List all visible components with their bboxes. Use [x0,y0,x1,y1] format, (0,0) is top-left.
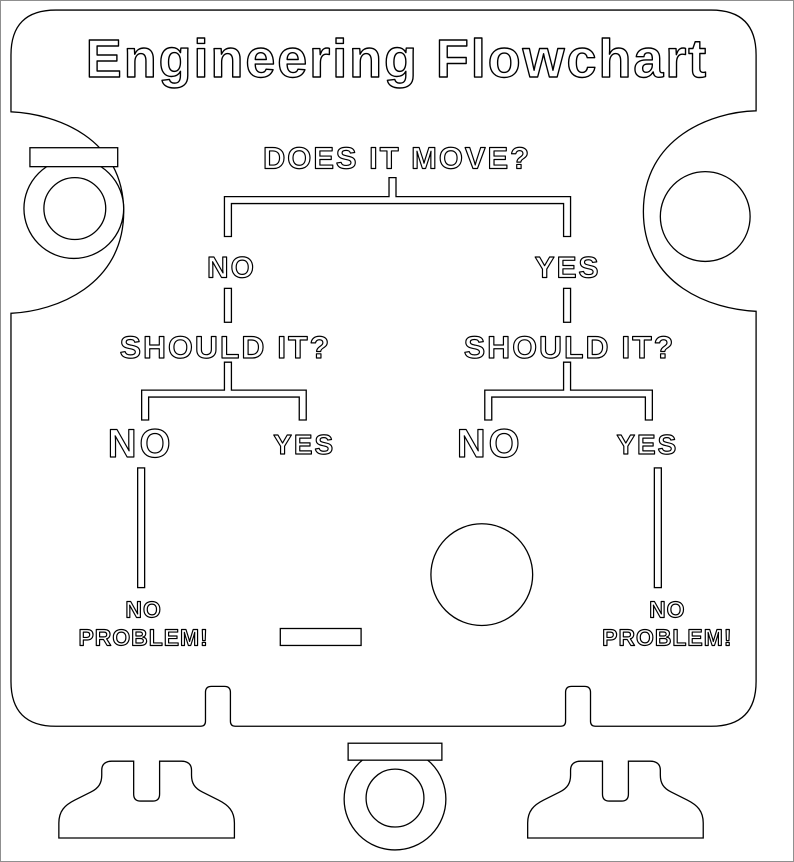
stub-right-yes [562,287,572,323]
right-no-label: NO [457,422,523,466]
clip-bracket-top-left [29,147,119,168]
label-slot [279,627,362,647]
left-yes-label: YES [273,429,335,460]
right-yes-label: YES [616,429,678,460]
outcome-right-line1: NO [649,597,685,623]
root-question-text: DOES IT MOVE? [263,141,531,176]
drop-line-left [137,467,146,589]
panel-outline [10,9,757,727]
clip-hole-top-left [43,176,107,241]
outcome-left-line2: PROBLEM! [78,624,208,650]
drop-line-right [653,467,662,589]
outcome-right-line2: PROBLEM! [602,624,732,650]
stub-left-no [223,287,233,323]
left-no-label: NO [108,422,174,466]
branch-right-answer: YES [535,251,601,284]
branch-left-answer: NO [207,251,256,284]
foot-bracket-right [527,760,704,839]
spacer-disc-top-right [659,171,751,263]
connector-left [140,361,307,421]
title-text: Engineering Flowchart [86,29,708,89]
clip-bracket-bottom [347,742,443,761]
outcome-left-line1: NO [125,597,161,623]
question-right-text: SHOULD IT? [464,329,675,365]
clip-hole-bottom [365,768,425,828]
center-circle-cutout [430,523,534,627]
question-left-text: SHOULD IT? [120,329,331,365]
connector-root [223,176,572,238]
foot-bracket-left [58,760,236,839]
connector-right [484,361,654,421]
